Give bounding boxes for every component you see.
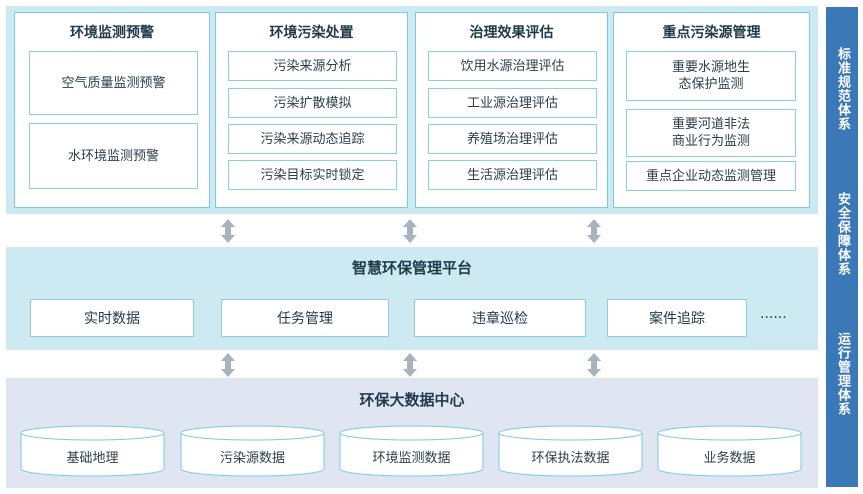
database-icon: [657, 425, 802, 477]
sidebar-security-system: 安全保障体系: [835, 192, 850, 276]
platform-item: 违章巡检: [414, 299, 586, 337]
database-icon: [498, 425, 643, 477]
double-arrow-icon: [221, 219, 235, 243]
module-item: 污染目标实时锁定: [228, 160, 397, 190]
database-label: 环境监测数据: [372, 451, 451, 466]
module-governance-evaluation: 治理效果评估 饮用水源治理评估 工业源治理评估 养殖场治理评估 生活源治理评估: [415, 12, 608, 208]
database-icon: [20, 425, 165, 477]
database-icon: [339, 425, 484, 477]
double-arrow-icon: [221, 353, 235, 377]
module-monitoring-warning: 环境监测预警 空气质量监测预警 水环境监测预警: [14, 12, 210, 208]
module-item: 污染来源动态追踪: [228, 124, 397, 154]
module-title: 环境监测预警: [70, 25, 154, 41]
double-arrow-icon: [403, 219, 417, 243]
database-cylinder: 业务数据: [657, 425, 802, 477]
double-arrow-icon: [403, 353, 417, 377]
double-arrow-icon: [587, 219, 601, 243]
module-item: 污染来源分析: [228, 51, 397, 81]
database-cylinder: 污染源数据: [180, 425, 325, 477]
module-title: 重点污染源管理: [662, 25, 761, 41]
double-arrow-icon: [587, 353, 601, 377]
module-item: 重点企业动态监测管理: [626, 161, 796, 191]
module-item: 空气质量监测预警: [29, 51, 198, 115]
module-item: 生活源治理评估: [428, 160, 597, 190]
module-item: 饮用水源治理评估: [428, 51, 597, 81]
sidebar-operation-system: 运行管理体系: [835, 332, 850, 416]
module-item: 重要河道非法 商业行为监测: [626, 109, 796, 157]
database-cylinder: 环境监测数据: [339, 425, 484, 477]
module-item: 养殖场治理评估: [428, 124, 597, 154]
module-title: 治理效果评估: [469, 25, 554, 41]
datacenter-title: 环保大数据中心: [359, 391, 465, 409]
database-label: 基础地理: [66, 451, 119, 466]
platform-title: 智慧环保管理平台: [351, 259, 472, 277]
module-item: 水环境监测预警: [29, 123, 198, 189]
platform-item: 任务管理: [221, 299, 389, 337]
platform-item: 案件追踪: [607, 299, 747, 337]
platform-item: 实时数据: [30, 299, 194, 337]
platform-more: ......: [760, 306, 787, 322]
module-pollution-disposal: 环境污染处置 污染来源分析 污染扩散模拟 污染来源动态追踪 污染目标实时锁定: [215, 12, 408, 208]
database-cylinder: 基础地理: [20, 425, 165, 477]
module-key-pollution-source: 重点污染源管理 重要水源地生 态保护监测 重要河道非法 商业行为监测 重点企业动…: [613, 12, 810, 208]
system-sidebar: 标准规范体系 安全保障体系 运行管理体系: [826, 7, 858, 487]
database-label: 污染源数据: [219, 451, 285, 466]
module-item: 重要水源地生 态保护监测: [626, 51, 796, 101]
sidebar-standard-system: 标准规范体系: [835, 47, 850, 131]
module-title: 环境污染处置: [269, 25, 354, 41]
database-label: 业务数据: [703, 451, 756, 466]
database-cylinder: 环保执法数据: [498, 425, 643, 477]
module-item: 工业源治理评估: [428, 88, 597, 118]
database-icon: [180, 425, 325, 477]
database-label: 环保执法数据: [531, 451, 610, 466]
module-item: 污染扩散模拟: [228, 88, 397, 118]
